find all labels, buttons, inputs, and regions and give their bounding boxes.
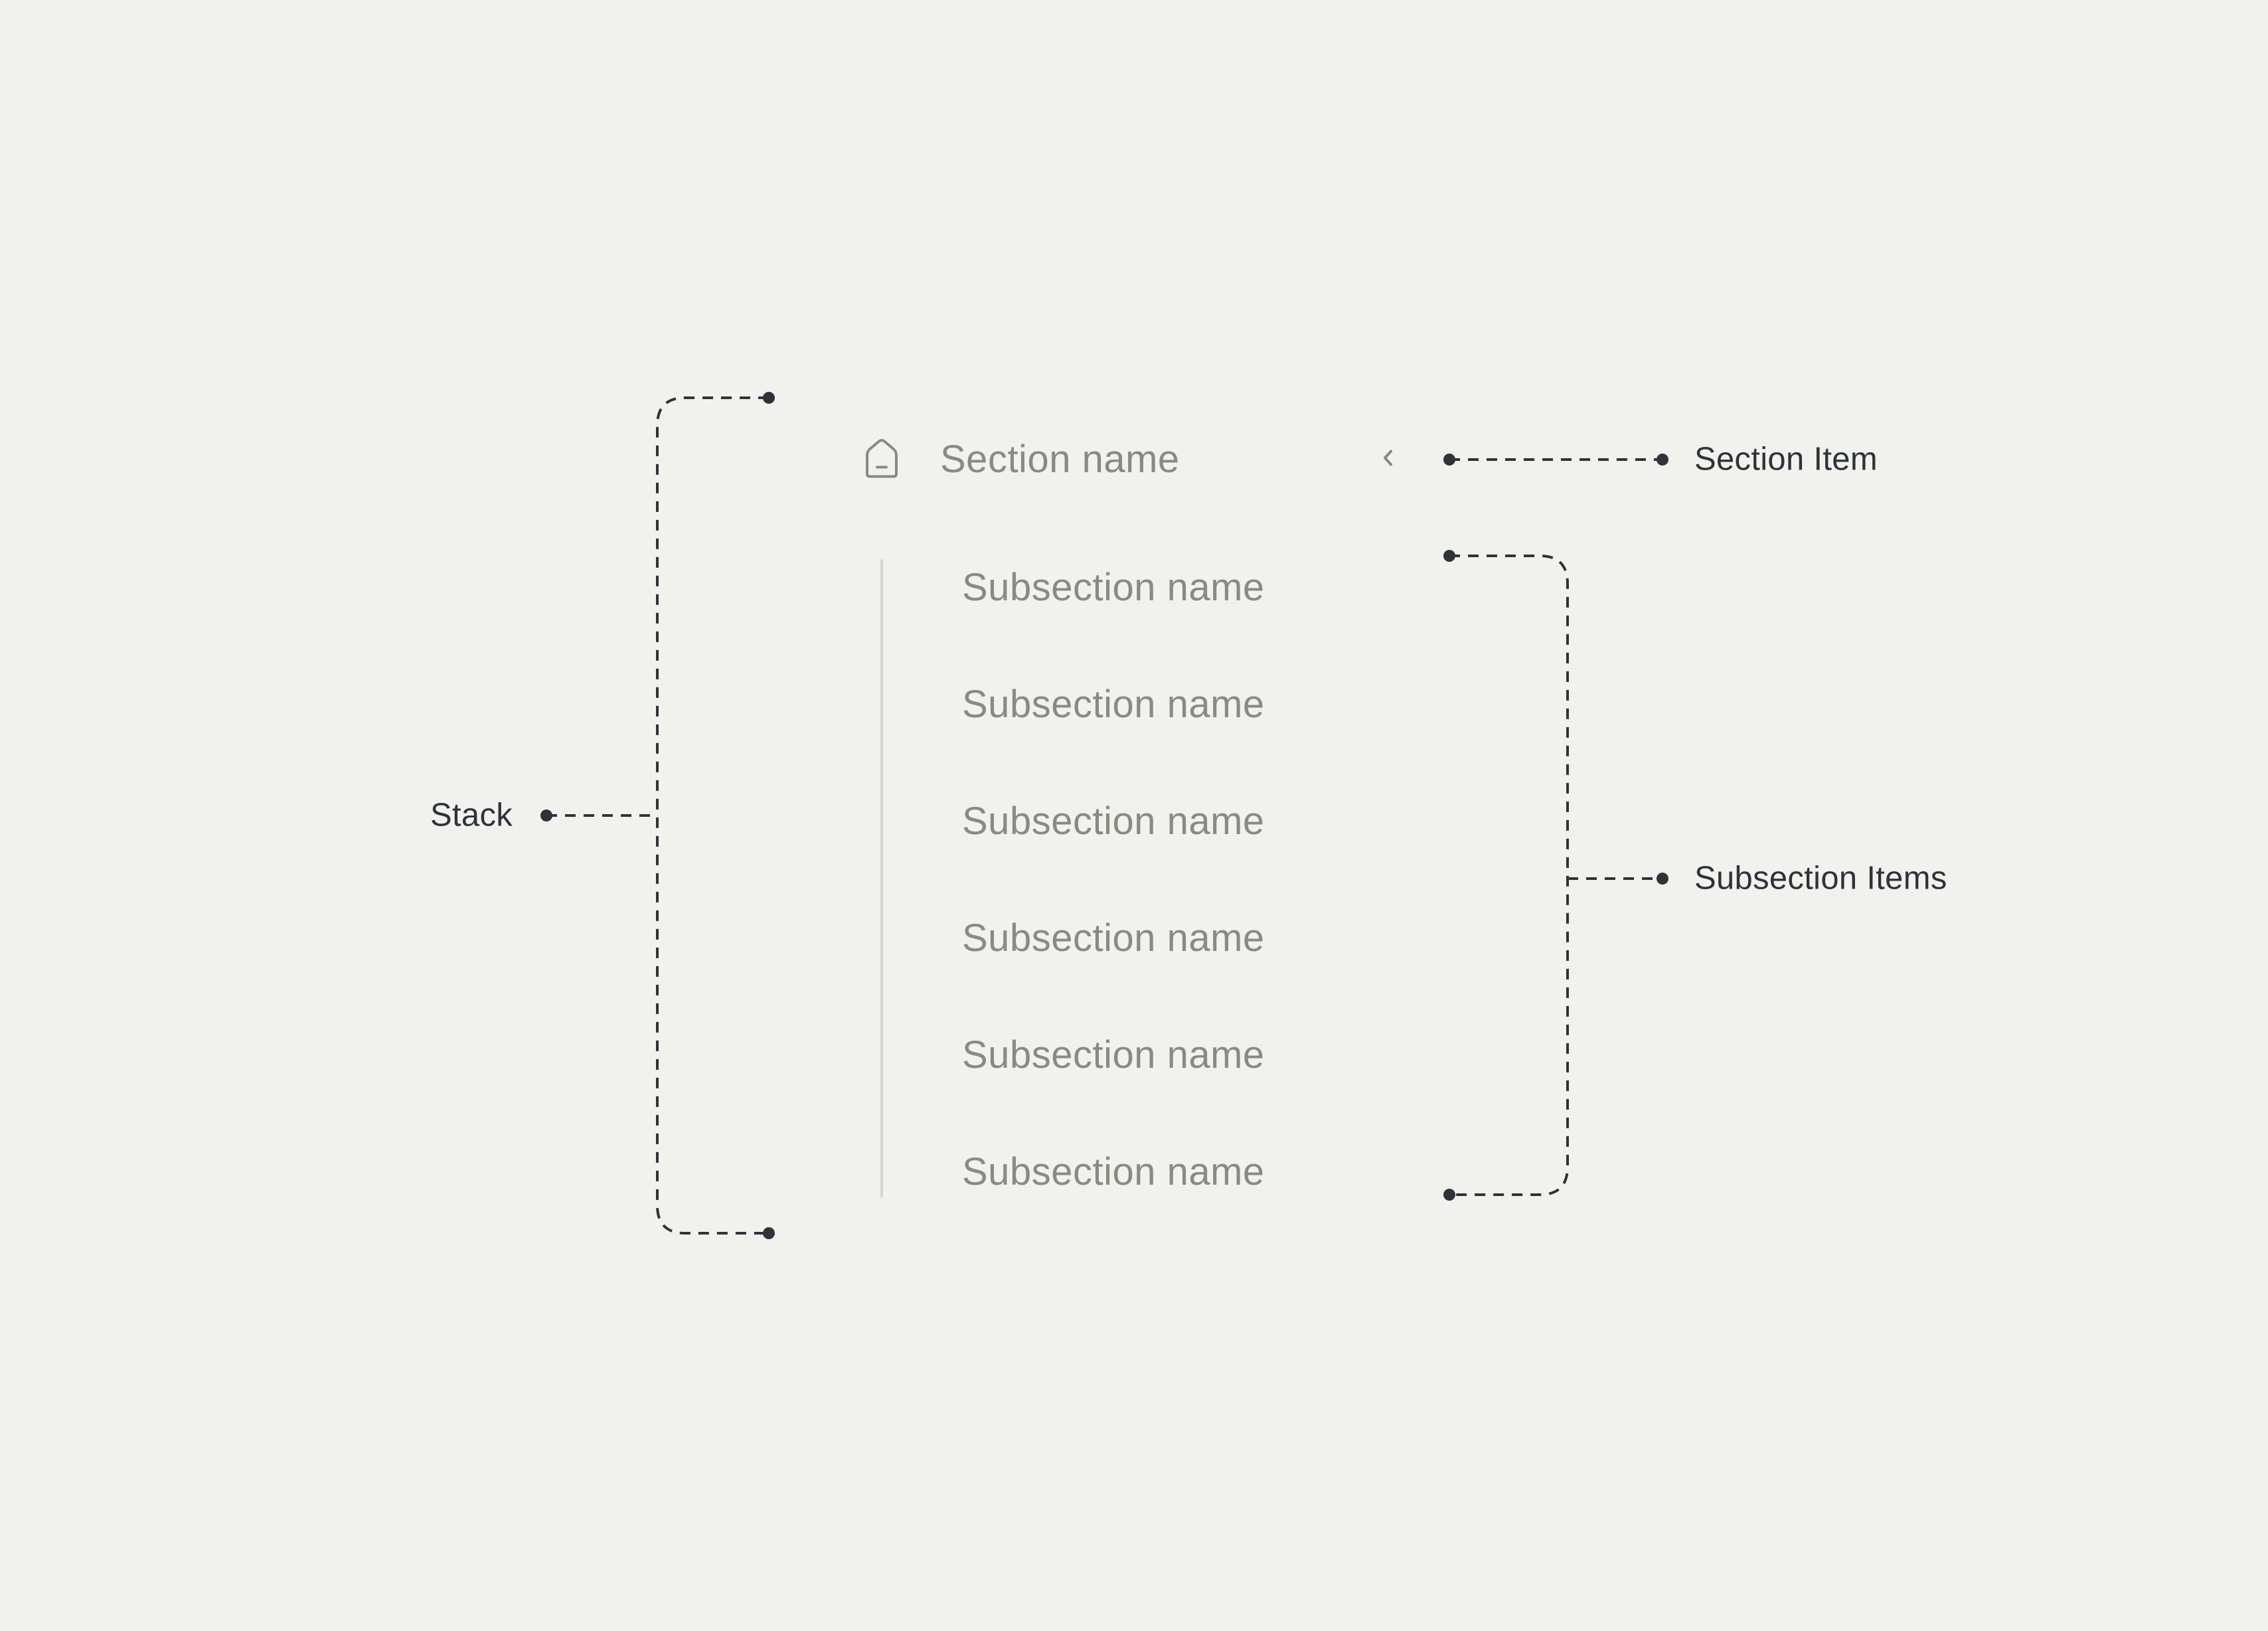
section-item-end-dot [1657,454,1668,466]
section-item-icon [858,434,906,485]
annotation-section-item: Section Item [1694,441,1878,477]
section-chevron[interactable] [1378,445,1398,475]
subsection-item[interactable]: Subsection name [962,916,1265,960]
subsection-bracket-bottom-dot [1443,1189,1455,1201]
annotation-stack: Stack [430,797,513,833]
subsection-item[interactable]: Subsection name [962,683,1265,726]
subsection-items-bracket [1449,555,1569,1196]
section-item-label[interactable]: Section name [940,438,1180,481]
subsection-item[interactable]: Subsection name [962,1033,1265,1076]
subsection-item[interactable]: Subsection name [962,1150,1265,1193]
stack-bracket [656,396,769,1235]
stack-bracket-top-dot [763,392,775,404]
subsection-item[interactable]: Subsection name [962,566,1265,609]
subsection-items-end-dot [1657,873,1668,885]
subsection-bracket-top-dot [1443,550,1455,562]
section-item-start-dot [1443,454,1455,466]
annotation-subsection-items: Subsection Items [1694,860,1947,897]
subsection-item[interactable]: Subsection name [962,800,1265,843]
subsection-rail [880,559,883,1198]
home-icon [866,439,898,478]
stack-bracket-bottom-dot [763,1227,775,1239]
stack-leader-dot [540,810,552,821]
chevron-left-icon [1384,450,1392,466]
